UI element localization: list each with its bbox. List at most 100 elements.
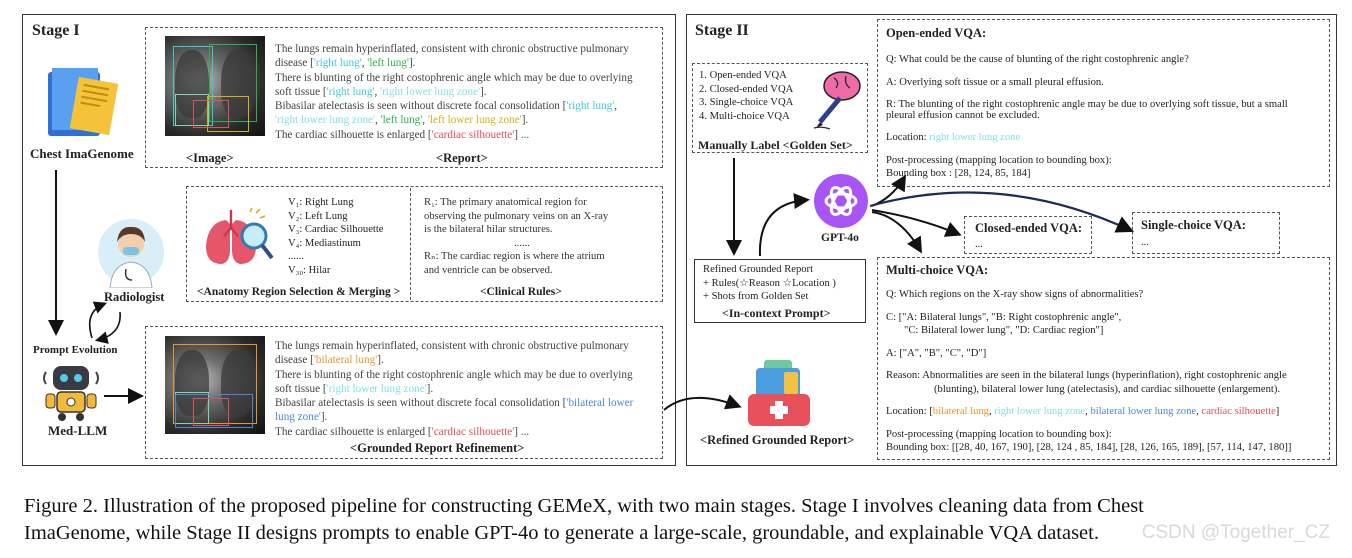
report-line: soft tissue ['right lung', 'right lower … [275,85,633,99]
rule-line: R₁: The primary anatomical region for [424,197,587,208]
refined-report-line: The lungs remain hyperinflated, consiste… [275,339,633,353]
anatomy-rules-divider [410,188,411,300]
open-question: Q: What could be the cause of blunting o… [886,54,1189,65]
text-segment: ] ... [514,425,530,438]
text-segment: ]. [377,354,384,367]
text-segment: soft tissue [ [275,85,327,98]
closed-ended-title: Closed-ended VQA: [975,221,1083,235]
refined-report-line: There is blunting of the right costophre… [275,368,633,382]
single-choice-title: Single-choice VQA: [1141,218,1246,232]
region-tag: bilateral lung [932,406,989,417]
text-segment: disease [ [275,57,314,70]
multi-choice-title: Multi-choice VQA: [886,263,989,277]
figure-caption: Figure 2. Illustration of the proposed p… [24,493,1344,547]
lungs-magnifier-icon [198,206,276,270]
text-segment: , [1196,406,1202,417]
stage1-title: Stage I [32,22,80,39]
clinical-rules-label: <Clinical Rules> [480,286,562,298]
report-line: The lungs remain hyperinflated, consiste… [275,42,633,56]
report-line: disease ['right lung', 'left lung']. [275,56,633,70]
anatomy-item: V₃₀: Hilar [288,264,331,276]
anatomy-list: V₁: Right Lung V₂: Left Lung V₃: Cardiac… [288,196,383,277]
multi-postprocessing: Post-processing (mapping location to bou… [886,428,1112,440]
vqa-type-item: 4. Multi-choice VQA [699,110,790,122]
stage2-panel [686,14,1337,466]
text-segment: ]. [480,85,487,98]
text-segment: Bibasilar atelectasis is seen without di… [275,397,567,410]
multi-choice-box [877,257,1330,460]
anatomy-item: V₄: Mediastinum [288,237,361,249]
xray-image [165,36,265,136]
region-tag: 'right lung' [313,57,362,70]
stage1-panel [22,14,676,466]
stage2-title: Stage II [695,22,749,39]
report-line: Bibasilar atelectasis is seen without di… [275,99,633,113]
text-segment: The lungs remain hyperinflated, consiste… [275,43,629,55]
vqa-type-item: 3. Single-choice VQA [699,97,794,108]
text-segment: The cardiac silhouette is enlarged [ [275,128,432,141]
open-reason-line: R: The blunting of the right costophreni… [886,99,1288,110]
stage1-arrows [48,170,144,404]
open-reason-line: pleural effusion cannot be excluded. [886,109,1040,121]
refined-xray-image [165,336,265,434]
text-segment: There is blunting of the right costophre… [275,71,633,84]
vqa-type-item: 1. Open-ended VQA [699,70,787,81]
radiologist-icon [96,214,166,289]
multi-reason-line: Reason: Abnormalities are seen in the bi… [886,370,1287,381]
open-ended-title: Open-ended VQA: [886,26,987,40]
watermark: CSDN @Together_CZ [1141,522,1330,543]
multi-choices-line: "C: Bilateral lower lung", "D: Cardiac r… [904,325,1104,336]
report-line: 'right lower lung zone', 'left lung', 'l… [275,113,633,127]
refined-report-line: soft tissue ['right lower lung zone']. [275,382,633,396]
refined-report-line: Bibasilar atelectasis is seen without di… [275,396,633,410]
open-answer: A: Overlying soft tissue or a small pleu… [886,76,1104,88]
region-tag: 'right lung' [326,85,375,98]
open-ended-box [877,19,1330,187]
prompt-line: + Shots from Golden Set [703,291,809,302]
golden-set-label: Manually Label <Golden Set> [698,138,853,152]
region-tag: right lower lung zone [994,406,1086,417]
open-location-prefix: Location: [886,132,930,143]
single-choice-box [1132,212,1280,254]
refined-report-line: disease ['bilateral lung']. [275,353,633,367]
folder-icon [44,66,124,142]
vqa-type-item: 2. Closed-ended VQA [699,83,794,95]
clinical-rules-text: R₁: The primary anatomical region for ob… [424,196,608,277]
refinement-label: <Grounded Report Refinement> [350,441,525,455]
in-context-prompt-box [694,259,866,323]
anatomy-label: <Anatomy Region Selection & Merging > [197,286,401,298]
region-tag: 'left lower lung zone' [427,114,522,127]
region-tag: bilateral lower lung zone [1090,406,1197,417]
multi-answer: A: ["A", "B", "C", "D"] [886,347,987,359]
region-tag: 'left lung' [380,114,423,127]
text-segment: Location: [ [886,406,933,417]
refined-report-text: The lungs remain hyperinflated, consiste… [275,339,633,439]
region-tag: 'right lung' [566,100,615,113]
open-location: Location: right lower lung zone [886,131,1326,145]
text-segment: , [988,406,995,417]
text-segment: , [1085,406,1091,417]
golden-set-box [692,63,868,153]
multi-bbox: Bounding box: [[28, 40, 167, 190], [28, … [886,442,1292,453]
text-segment: The cardiac silhouette is enlarged [ [275,425,432,438]
region-tag: 'bilateral lower [566,397,634,410]
prompt-text: Refined Grounded Report + Rules(☆Reason … [703,263,836,304]
text-segment: ]. [408,57,416,70]
image-report-box [145,27,663,168]
rule-line: and ventricle can be observed. [424,264,553,276]
caption-line: ImaGenome, while Stage II designs prompt… [24,522,1099,544]
report-label: <Report> [436,151,488,165]
brain-pen-icon [810,68,866,130]
multi-choice-content: Multi-choice VQA: Q: Which regions on th… [886,263,1326,455]
text-segment: There is blunting of the right costophre… [275,368,633,381]
closed-ended-box [964,216,1092,254]
text-segment: ]. [320,411,328,424]
text-segment: ]. [426,382,434,395]
single-choice-body: ... [1141,237,1149,248]
region-tag: 'right lower lung zone' [380,85,481,98]
text-segment: disease [ [275,354,314,367]
region-tag: 'right lower lung zone' [275,114,376,127]
multi-choices-line: C: ["A: Bilateral lungs", "B: Right cost… [886,311,1122,323]
rule-line: is the bilateral hilar structures. [424,224,553,235]
chest-imagenome-label: Chest ImaGenome [30,146,134,161]
